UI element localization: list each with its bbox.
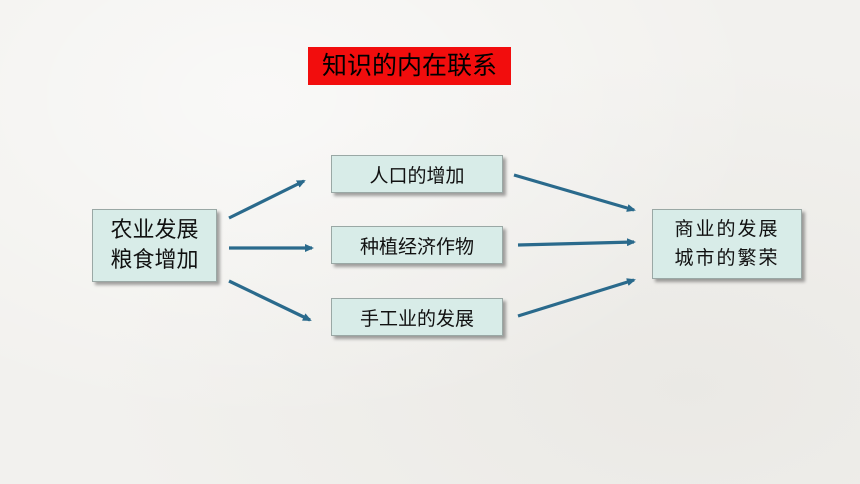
- arrow-cash-crops-to-result: [517, 238, 636, 247]
- arrow-population-to-result: [513, 173, 636, 212]
- arrow-handicraft-to-result: [517, 278, 636, 318]
- node-cash-crops: 种植经济作物: [331, 226, 503, 264]
- arrow-source-to-handicraft: [228, 279, 312, 322]
- source-node: 农业发展 粮食增加: [92, 209, 217, 282]
- result-line-1: 商业的发展: [674, 218, 780, 240]
- source-line-2: 粮食增加: [110, 247, 199, 273]
- node-population-increase: 人口的增加: [331, 155, 503, 193]
- arrow-source-to-population: [228, 179, 306, 220]
- source-line-1: 农业发展: [110, 217, 199, 243]
- diagram-title: 知识的内在联系: [308, 47, 511, 85]
- result-line-2: 城市的繁荣: [674, 247, 780, 269]
- result-node: 商业的发展 城市的繁荣: [652, 209, 802, 279]
- node-handicraft-development: 手工业的发展: [331, 298, 503, 336]
